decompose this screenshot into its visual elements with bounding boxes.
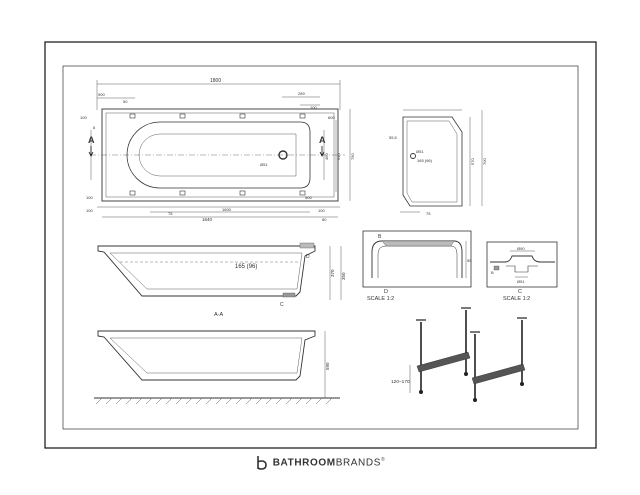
section-a-a: [97, 242, 342, 300]
end-view: [400, 109, 483, 213]
plan-waste-dia: Ø51: [260, 162, 268, 167]
end-depth-label: 165 (96): [417, 158, 433, 163]
section-depth-label: 165 (96): [235, 264, 257, 270]
plan-overall-length: 1800: [210, 78, 221, 84]
end-view-labels: 55,5 Ø51 165 (96) 570 700 75: [389, 135, 487, 216]
detail-c-dia-top: Ø90: [517, 246, 525, 251]
plan-dim-1640: 1640: [202, 217, 213, 222]
plan-dim-500-bot: 500: [305, 195, 312, 200]
detail-c-scale: SCALE 1:2: [503, 296, 530, 302]
plan-dim-50: 50: [123, 99, 128, 104]
plan-dim-100-bl2: 100: [86, 208, 93, 213]
leg-frame-icon: [409, 307, 527, 402]
plan-dim-1600: 1600: [222, 207, 232, 212]
detail-c: [486, 241, 558, 288]
detail-c-marker: B: [491, 270, 494, 275]
end-dim-55: 55,5: [389, 135, 398, 140]
plan-dim-100-top: 100: [310, 105, 317, 110]
end-dim-700: 700: [482, 158, 487, 165]
brand-name: BATHROOMBRANDS®: [273, 457, 386, 468]
brand-name-bold: BATHROOM: [272, 457, 336, 469]
plan-dim-790: 790: [350, 153, 355, 160]
b-logo-icon: [256, 456, 267, 470]
plan-dim-100-left: 100: [80, 115, 87, 120]
detail-d-marker: B: [378, 234, 382, 240]
inner-frame: [62, 65, 579, 430]
detail-d-scale: SCALE 1:2: [367, 296, 394, 302]
plan-dim-100-br: 100: [318, 208, 325, 213]
side-view: [94, 330, 340, 399]
end-dim-75: 75: [426, 211, 431, 216]
section-caption: A-A: [214, 312, 224, 318]
section-dim-350: 350: [341, 272, 346, 280]
plan-dim-460: 460: [324, 153, 329, 160]
detail-c-label: C: [518, 289, 522, 295]
plan-dim-100-bl: 100: [86, 195, 93, 200]
plan-section-marker-right: A: [319, 135, 326, 145]
section-marker-c: C: [280, 302, 284, 308]
floor-hatch-icon: [95, 397, 333, 405]
detail-d: [362, 230, 472, 288]
detail-d-dim-55: 55: [467, 258, 472, 263]
detail-d-labels: B 55 D SCALE 1:2: [367, 234, 472, 302]
plan-dim-80: 80: [322, 217, 327, 222]
plan-view: [90, 80, 351, 218]
end-dim-570: 570: [470, 158, 475, 165]
plan-dim-900: 900: [98, 92, 105, 97]
plan-labels: 1800 900 50 289 100 600 100 6 460 610 79…: [80, 78, 355, 222]
section-dim-370: 370: [330, 269, 335, 277]
outer-frame: [44, 41, 597, 449]
section-marker-d: D: [306, 254, 310, 260]
plan-dim-610: 610: [336, 153, 341, 160]
plan-dim-6: 6: [93, 125, 96, 130]
brand-name-regular: BRANDS: [335, 457, 381, 469]
leg-range-label: 120–170: [391, 379, 410, 385]
section-arrow-icons: [88, 146, 325, 157]
detail-c-labels: B Ø90 Ø51 C SCALE 1:2: [491, 246, 530, 302]
plan-dim-289: 289: [298, 91, 305, 96]
end-waste-dia: Ø51: [416, 149, 424, 154]
section-labels: 165 (96) D C 370 350 A-A: [214, 254, 346, 318]
brand-reg-mark: ®: [380, 457, 386, 464]
detail-d-label: D: [384, 289, 388, 295]
brand-footer: BATHROOMBRANDS®: [0, 450, 640, 476]
side-dim-590: 590: [325, 362, 330, 370]
detail-c-dia-bot: Ø51: [517, 279, 525, 284]
plan-section-marker-left: A: [88, 135, 95, 145]
plan-dim-75: 75: [168, 211, 173, 216]
plan-dim-600: 600: [328, 115, 335, 120]
